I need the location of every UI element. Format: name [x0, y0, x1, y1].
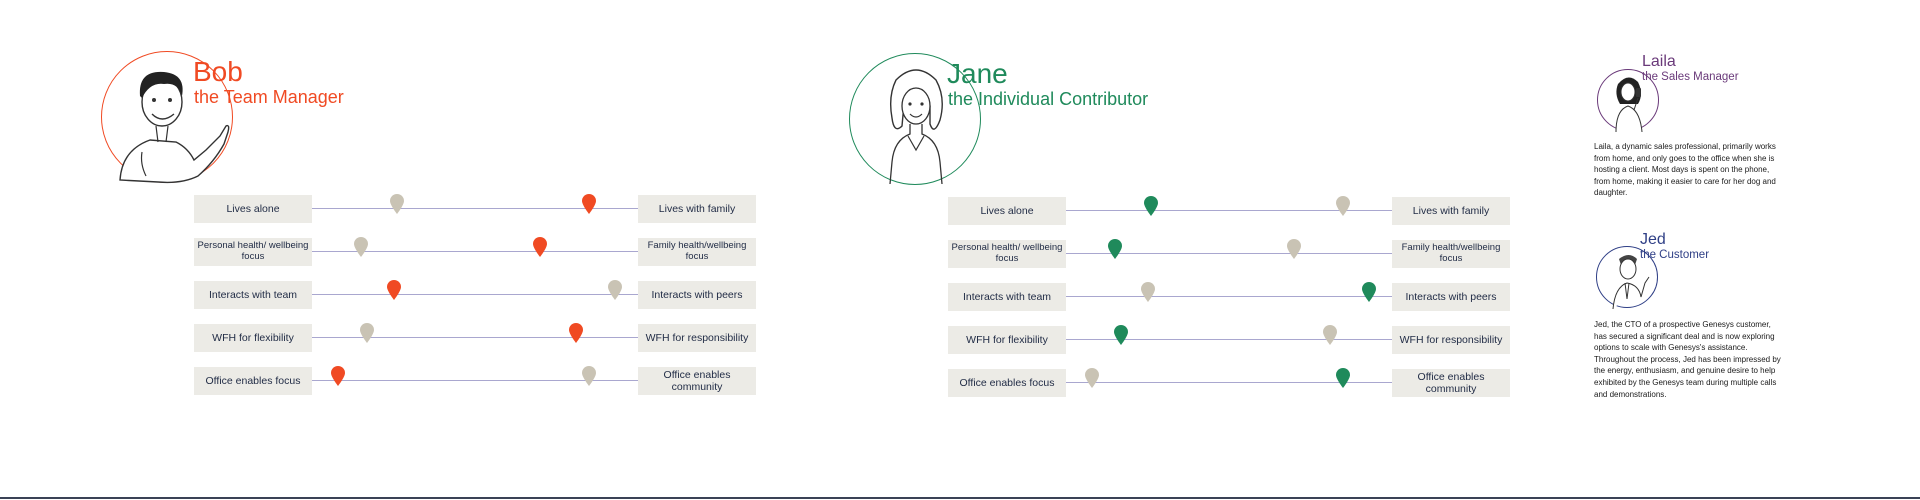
neutral-marker-pin	[1140, 281, 1156, 303]
scale-track	[1066, 210, 1392, 211]
jane-avatar	[849, 53, 981, 185]
scale-right-label: Office enables community	[638, 367, 756, 395]
scale-track	[312, 380, 638, 381]
scale-right-label: Interacts with peers	[638, 281, 756, 309]
laila-name: Laila	[1642, 53, 1676, 70]
scale-track	[312, 294, 638, 295]
scale-track	[1066, 382, 1392, 383]
scale-row: Office enables focus Office enables commu…	[0, 366, 756, 395]
scale-right-label: Family health/wellbeing focus	[638, 238, 756, 266]
man-waving-icon	[119, 71, 230, 184]
scale-row: WFH for flexibility WFH for responsibilit…	[0, 325, 1510, 354]
scale-row: Personal health/ wellbeing focus Family h…	[0, 239, 1510, 268]
bob-marker-pin	[386, 279, 402, 301]
jane-marker-pin	[1335, 367, 1351, 389]
bob-marker-pin	[568, 322, 584, 344]
scale-track	[312, 251, 638, 252]
scale-right-label: Lives with family	[638, 195, 756, 223]
scale-left-label: Interacts with team	[948, 283, 1066, 311]
scale-right-label: WFH for responsibility	[638, 324, 756, 352]
jed-role: the Customer	[1640, 249, 1710, 261]
scale-left-label: WFH for flexibility	[194, 324, 312, 352]
neutral-marker-pin	[1286, 238, 1302, 260]
woman-icon	[889, 69, 943, 185]
bob-name: Bob	[193, 56, 243, 87]
scale-left-label: Personal health/ wellbeing focus	[194, 238, 312, 266]
laila-description: Laila, a dynamic sales professional, pri…	[1594, 142, 1776, 198]
scale-row: Interacts with team Interacts with peers	[0, 280, 756, 309]
scale-right-label: Lives with family	[1392, 197, 1510, 225]
jane-marker-pin	[1361, 281, 1377, 303]
scale-left-label: Office enables focus	[948, 369, 1066, 397]
scale-left-label: Lives alone	[948, 197, 1066, 225]
jane-marker-pin	[1143, 195, 1159, 217]
bob-marker-pin	[581, 193, 597, 215]
scale-track	[312, 208, 638, 209]
bob-marker-pin	[532, 236, 548, 258]
bob-avatar	[101, 51, 233, 184]
scale-track	[1066, 253, 1392, 254]
neutral-marker-pin	[607, 279, 623, 301]
neutral-marker-pin	[353, 236, 369, 258]
scale-row: Office enables focus Office enables commu…	[0, 368, 1510, 397]
scale-track	[312, 337, 638, 338]
scale-row: Lives alone Lives with family	[0, 194, 756, 223]
jed-name: Jed	[1640, 231, 1666, 248]
scale-track	[1066, 296, 1392, 297]
scale-right-label: Office enables community	[1392, 369, 1510, 397]
jed-description: Jed, the CTO of a prospective Genesys cu…	[1594, 320, 1781, 399]
neutral-marker-pin	[359, 322, 375, 344]
neutral-marker-pin	[1084, 367, 1100, 389]
jane-marker-pin	[1107, 238, 1123, 260]
bob-role: the Team Manager	[194, 87, 344, 107]
scale-row: WFH for flexibility WFH for responsibilit…	[0, 323, 756, 352]
scale-left-label: Personal health/ wellbeing focus	[948, 240, 1066, 268]
laila-avatar	[1597, 69, 1659, 132]
scale-left-label: WFH for flexibility	[948, 326, 1066, 354]
jane-marker-pin	[1113, 324, 1129, 346]
neutral-marker-pin	[389, 193, 405, 215]
jed-avatar	[1596, 246, 1658, 309]
scale-row: Lives alone Lives with family	[0, 196, 1510, 225]
scale-left-label: Lives alone	[194, 195, 312, 223]
neutral-marker-pin	[1322, 324, 1338, 346]
scale-left-label: Office enables focus	[194, 367, 312, 395]
jane-role: the Individual Contributor	[948, 89, 1149, 109]
woman-with-phone-icon	[1615, 77, 1643, 132]
scale-right-label: Interacts with peers	[1392, 283, 1510, 311]
scale-right-label: WFH for responsibility	[1392, 326, 1510, 354]
laila-role: the Sales Manager	[1642, 71, 1739, 83]
scale-left-label: Interacts with team	[194, 281, 312, 309]
man-pointing-icon	[1612, 255, 1650, 309]
scale-right-label: Family health/wellbeing focus	[1392, 240, 1510, 268]
neutral-marker-pin	[1335, 195, 1351, 217]
scale-row: Interacts with team Interacts with peers	[0, 282, 1510, 311]
bottom-divider	[0, 497, 1920, 499]
scale-track	[1066, 339, 1392, 340]
jane-name: Jane	[947, 58, 1008, 89]
bob-marker-pin	[330, 365, 346, 387]
scale-row: Personal health/ wellbeing focus Family h…	[0, 237, 756, 266]
neutral-marker-pin	[581, 365, 597, 387]
